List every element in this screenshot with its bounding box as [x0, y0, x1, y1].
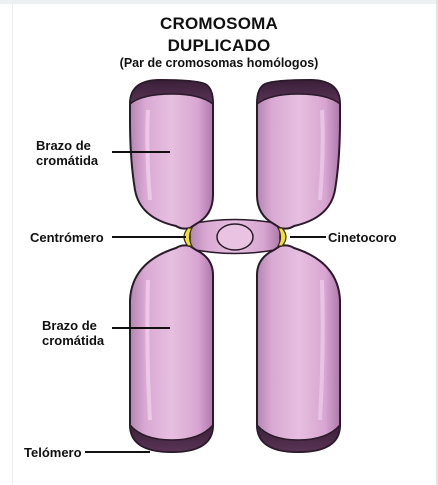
label-arm-bottom-line-2: cromátida — [42, 333, 104, 348]
right-bottom-arm — [257, 245, 340, 452]
label-centromere: Centrómero — [30, 230, 104, 245]
left-bottom-arm — [130, 245, 213, 452]
label-arm-bottom-line-1: Brazo de — [42, 318, 97, 333]
label-kinetochore: Cinetocoro — [328, 230, 397, 245]
left-top-arm — [130, 80, 213, 229]
label-telomere: Telómero — [24, 445, 82, 460]
label-arm-top-line-1: Brazo de — [36, 138, 91, 153]
label-arm-top-line-2: cromátida — [36, 153, 98, 168]
right-top-arm — [257, 80, 340, 229]
centromere-knob — [217, 224, 253, 250]
